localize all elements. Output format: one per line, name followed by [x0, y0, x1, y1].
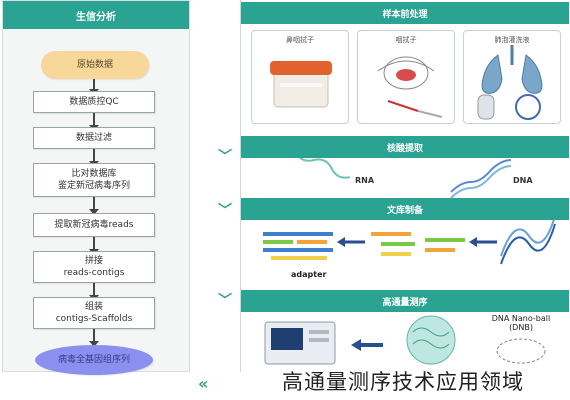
read-fragment: [263, 248, 333, 252]
read-fragment: [381, 252, 411, 256]
flow-node-sublabel: reads-contigs: [63, 268, 125, 278]
throat-swab-icon: [377, 56, 443, 118]
arrow-left-icon: [337, 237, 365, 247]
flow-node-sublabel: 鉴定新冠病毒序列: [57, 181, 130, 191]
read-fragment: [371, 232, 411, 236]
dna-label: DNA: [513, 176, 533, 185]
arrow-left-icon: [469, 237, 497, 247]
flow-node-qc: 数据质控QC: [33, 91, 155, 113]
sample-card-throat-swab: 咽拭子: [357, 30, 455, 124]
read-fragment: [381, 242, 415, 246]
dnb-label-line1: DNA Nano-ball: [491, 314, 551, 323]
rna-label: RNA: [355, 176, 375, 185]
sample-label: 鼻咽拭子: [286, 36, 314, 44]
dnb-circle-icon: [496, 338, 546, 364]
flow-node-filter: 数据过滤: [33, 127, 155, 149]
flow-node-splice: 拼接 reads-contigs: [33, 251, 155, 283]
flow-arrow: [89, 113, 99, 131]
swab-tube-icon: [270, 61, 332, 108]
sample-label: 咽拭子: [395, 36, 417, 44]
sample-card-nasal-swab: 鼻咽拭子: [251, 30, 349, 124]
flow-node-label: 原始数据: [76, 60, 113, 70]
flow-node-label: 病毒全基因组序列: [57, 355, 130, 365]
chevron-down-icon: ﹀: [218, 293, 232, 309]
adapter-label: adapter: [291, 270, 327, 279]
section-header-library: 文库制备: [241, 198, 569, 220]
read-fragment: [263, 232, 333, 236]
flow-arrow: [89, 237, 99, 255]
chevron-down-icon: ﹀: [218, 203, 232, 219]
flow-node-label: 比对数据库: [71, 169, 117, 179]
read-fragment: [297, 240, 327, 244]
flow-arrow: [89, 149, 99, 167]
analysis-flowchart: 原始数据 数据质控QC 数据过滤 比对数据库 鉴定新冠病毒序列 提取新冠病毒re…: [3, 29, 189, 375]
sample-label: 肺泡灌洗液: [494, 36, 530, 44]
chevron-down-icon: ﹀: [218, 149, 232, 165]
flow-node-label: 组装: [84, 302, 103, 312]
section-header-sequencing: 高通量测序: [241, 290, 569, 312]
sample-card-bal: 肺泡灌洗液: [463, 30, 561, 124]
arrow-left-icon: [351, 339, 383, 351]
read-fragment: [425, 248, 455, 252]
flow-arrow: [89, 197, 99, 215]
dna-helix-icon: [500, 220, 556, 265]
flow-node-align: 比对数据库 鉴定新冠病毒序列: [33, 163, 155, 197]
caption-text: 高通量测序技术应用领域: [282, 370, 524, 394]
flow-node-label: 提取新冠病毒reads: [54, 220, 134, 230]
read-fragment: [425, 238, 465, 242]
flow-node-extract-reads: 提取新冠病毒reads: [33, 213, 155, 237]
dnb-label: DNA Nano-ball (DNB): [479, 314, 563, 332]
section-header-sample: 样本前处理: [241, 2, 569, 24]
lungs-icon: [477, 45, 543, 120]
dnb-label-line2: (DNB): [509, 323, 533, 332]
flow-node-assemble: 组装 contigs-Scaffolds: [33, 297, 155, 329]
flow-node-label: 数据质控QC: [69, 97, 119, 107]
workflow-panel: 样本前处理 鼻咽拭子 咽拭子 肺泡灌洗液 核酸提取: [240, 0, 569, 372]
flow-arrow: [89, 283, 99, 301]
read-fragment: [271, 256, 327, 260]
flow-node-raw-data: 原始数据: [41, 51, 149, 79]
nanoball-icon: [406, 315, 456, 365]
flow-node-label: 拼接: [84, 256, 103, 266]
analysis-panel: 生信分析 原始数据 数据质控QC 数据过滤 比对数据库 鉴定新冠病毒序列 提取新…: [2, 0, 190, 375]
analysis-header: 生信分析: [3, 1, 189, 29]
read-fragment: [263, 240, 293, 244]
flow-node-sublabel: contigs-Scaffolds: [55, 314, 133, 324]
flow-arrow: [89, 329, 99, 347]
flow-node-genome: 病毒全基因组序列: [35, 345, 153, 375]
section-header-extract: 核酸提取: [241, 136, 569, 158]
flow-node-label: 数据过滤: [75, 133, 112, 143]
sequencer-icon: [264, 321, 336, 365]
double-chevron-left-icon: «: [198, 374, 209, 393]
flow-arrow: [89, 79, 99, 95]
rna-dna-illustration: [294, 158, 512, 198]
